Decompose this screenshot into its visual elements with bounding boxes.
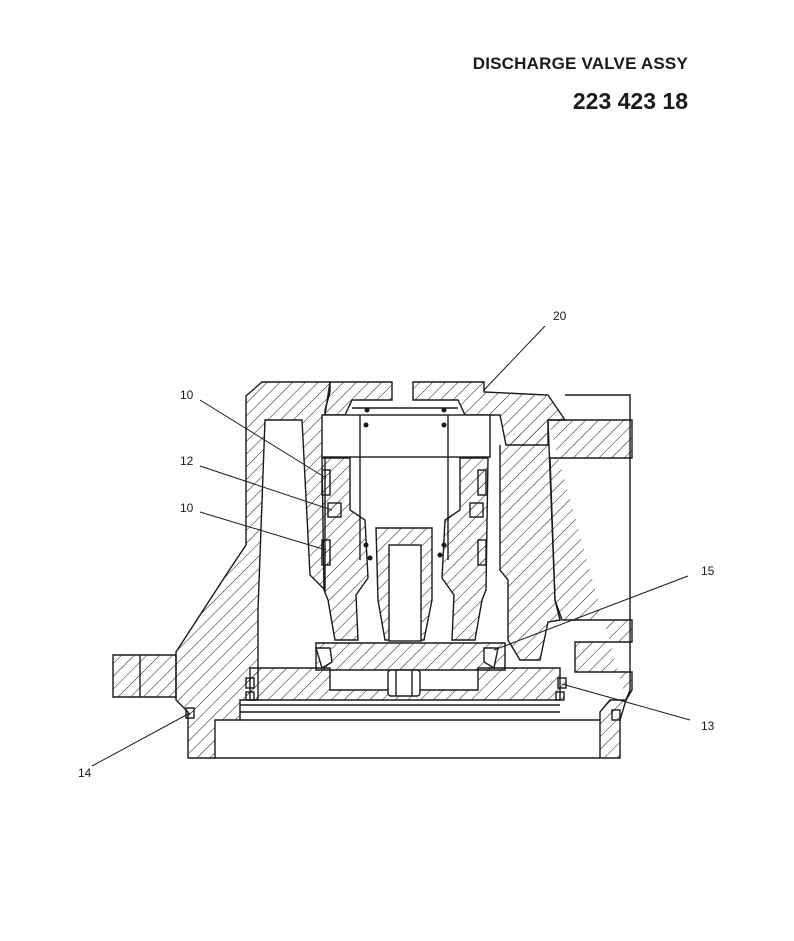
stem	[388, 544, 422, 642]
pins	[363, 407, 447, 561]
piston-ring-left-upper	[321, 469, 331, 496]
o-ring-13	[557, 677, 567, 689]
piston-ring-left-lower	[321, 539, 331, 566]
o-ring-right-seat	[555, 691, 565, 701]
body-right-wall	[548, 419, 633, 759]
o-ring-left-seat	[245, 677, 255, 689]
valve-plate	[315, 642, 506, 671]
lip-seal-right	[483, 647, 499, 670]
callout-10-upper: 10	[180, 388, 194, 402]
callout-13: 13	[701, 719, 715, 733]
top-cover	[324, 381, 393, 416]
body-left-wall	[175, 381, 331, 759]
callout-10-lower: 10	[180, 501, 194, 515]
part-number: 223 423 18	[572, 88, 688, 114]
callout-14: 14	[78, 766, 92, 780]
o-ring-right	[611, 709, 621, 721]
seat-ring	[249, 667, 561, 701]
stem-nut	[387, 669, 421, 697]
drawing-title: DISCHARGE VALVE ASSY	[472, 54, 688, 73]
o-ring-left-seat-2	[245, 691, 255, 701]
callout-15: 15	[701, 564, 715, 578]
callout-20: 20	[553, 309, 567, 323]
piston-ring-right-lower	[477, 539, 487, 566]
spring-retainer	[321, 414, 491, 458]
piston-ring-right-upper	[477, 469, 487, 496]
callout-12: 12	[180, 454, 194, 468]
left-boss	[112, 654, 177, 698]
body-right-outline	[565, 394, 631, 701]
lip-seal-left	[315, 647, 333, 670]
leader-lines	[91, 325, 691, 767]
seal-left	[327, 502, 342, 518]
chamber-right-wall	[499, 419, 561, 661]
seal-right	[469, 502, 484, 518]
